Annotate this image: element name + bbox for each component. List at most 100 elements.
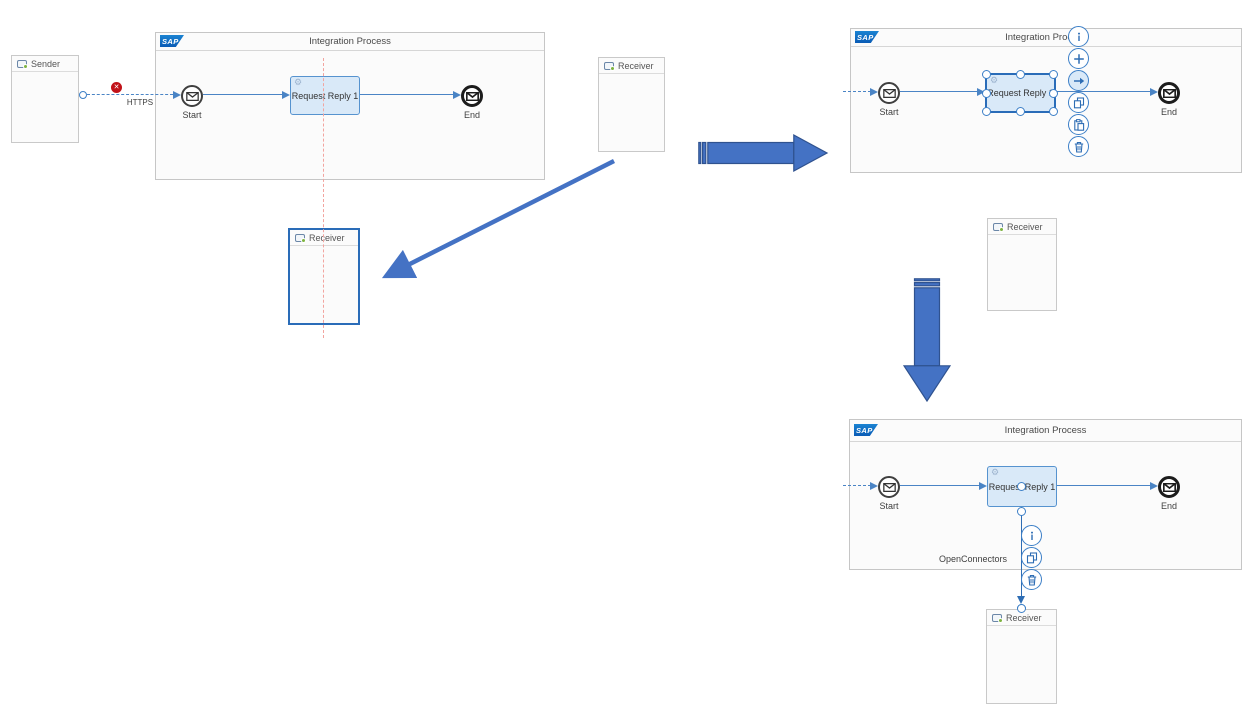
start-event[interactable]: [878, 82, 900, 104]
sequence-flow[interactable]: [1057, 91, 1151, 92]
panel-2-header: SAP Integration Process: [851, 29, 1241, 47]
start-event[interactable]: [181, 85, 203, 107]
message-envelope-icon: [1162, 88, 1176, 98]
step-label: Request Reply 1: [291, 90, 359, 101]
resize-handle[interactable]: [982, 89, 991, 98]
step-label: Request Reply 1: [987, 88, 1054, 98]
receiver-label: Receiver: [1006, 612, 1042, 623]
sap-logo: SAP: [855, 31, 879, 43]
panel-3-header: SAP Integration Process: [850, 420, 1241, 442]
info-icon[interactable]: [1021, 525, 1042, 546]
resize-handle[interactable]: [1016, 70, 1025, 79]
end-label: End: [1160, 501, 1177, 511]
flow-arrowhead-icon: [1150, 88, 1158, 96]
resize-handle[interactable]: [1049, 89, 1058, 98]
flow-arrowhead-icon: [977, 88, 985, 96]
message-envelope-icon: [882, 88, 896, 98]
sender-participant[interactable]: Sender: [11, 55, 79, 143]
start-label: Start: [879, 501, 899, 511]
participant-icon: [604, 61, 615, 71]
flow-arrowhead-icon: [282, 91, 290, 99]
error-badge-icon[interactable]: ✕: [111, 82, 122, 93]
gear-icon: ⚙: [991, 467, 1000, 477]
diagonal-step-arrow: [381, 158, 616, 279]
sequence-flow[interactable]: [900, 485, 980, 486]
integration-process-panel-1[interactable]: SAP Integration Process: [155, 32, 545, 180]
sequence-flow[interactable]: [900, 91, 978, 92]
receiver-label: Receiver: [618, 60, 654, 71]
connection-endpoint-handle[interactable]: [79, 91, 87, 99]
https-label: HTTPS: [126, 98, 154, 107]
sequence-flow[interactable]: [203, 94, 283, 95]
https-arrowhead-icon: [173, 91, 181, 99]
connection-target-handle[interactable]: [1017, 604, 1026, 613]
flow-arrowhead-icon: [979, 482, 987, 490]
https-connection[interactable]: [87, 94, 173, 95]
end-event[interactable]: [1158, 82, 1180, 104]
connection-source-handle[interactable]: [1017, 482, 1026, 491]
add-icon[interactable]: [1068, 48, 1089, 69]
gear-icon: ⚙: [294, 77, 303, 87]
receiver-header: Receiver: [988, 219, 1056, 235]
end-event[interactable]: [461, 85, 483, 107]
open-connectors-label: OpenConnectors: [938, 554, 1007, 564]
alignment-guide-line: [323, 58, 324, 338]
receiver-label: Receiver: [1007, 221, 1043, 232]
message-envelope-icon: [882, 482, 896, 492]
paste-icon[interactable]: [1068, 114, 1089, 135]
receiver-header: Receiver: [987, 610, 1056, 626]
start-event[interactable]: [878, 476, 900, 498]
participant-icon: [295, 233, 306, 243]
sequence-flow[interactable]: [1057, 485, 1151, 486]
flow-arrowhead-icon: [453, 91, 461, 99]
delete-icon[interactable]: [1021, 569, 1042, 590]
message-envelope-icon: [465, 91, 479, 101]
connection-handle[interactable]: [1017, 507, 1026, 516]
horizontal-step-arrow: [698, 134, 829, 172]
resize-handle[interactable]: [982, 107, 991, 116]
receiver-participant-original[interactable]: Receiver: [598, 57, 665, 152]
receiver-participant-moved[interactable]: Receiver: [288, 228, 360, 325]
resize-handle[interactable]: [1049, 107, 1058, 116]
flow-arrowhead-icon: [870, 88, 878, 96]
delete-icon[interactable]: [1068, 136, 1089, 157]
end-event[interactable]: [1158, 476, 1180, 498]
receiver-participant[interactable]: Receiver: [987, 218, 1057, 311]
receiver-header: Receiver: [290, 230, 358, 246]
message-envelope-icon: [1162, 482, 1176, 492]
sap-logo: SAP: [854, 424, 878, 436]
receiver-header: Receiver: [599, 58, 664, 74]
info-icon[interactable]: [1068, 26, 1089, 47]
resize-handle[interactable]: [1049, 70, 1058, 79]
sap-logo: SAP: [160, 35, 184, 47]
panel-3-title: Integration Process: [1004, 425, 1087, 436]
sender-label: Sender: [31, 58, 61, 69]
sequence-flow[interactable]: [360, 94, 454, 95]
end-label: End: [463, 110, 480, 120]
resize-handle[interactable]: [982, 70, 991, 79]
receiver-label: Receiver: [309, 232, 345, 243]
participant-icon: [17, 59, 28, 69]
flow-arrowhead-icon: [1150, 482, 1158, 490]
incoming-connection[interactable]: [843, 485, 871, 486]
request-reply-step-selected[interactable]: ⚙ Request Reply 1: [982, 70, 1058, 116]
flow-arrowhead-icon: [870, 482, 878, 490]
sender-header: Sender: [12, 56, 78, 72]
connection-arrowhead-icon: [1017, 596, 1025, 604]
message-envelope-icon: [185, 91, 199, 101]
receiver-participant-connected[interactable]: Receiver: [986, 609, 1057, 704]
incoming-connection[interactable]: [843, 91, 871, 92]
end-label: End: [1160, 107, 1177, 117]
resize-handle[interactable]: [1016, 107, 1025, 116]
gear-icon: ⚙: [990, 75, 999, 85]
copy-icon[interactable]: [1021, 547, 1042, 568]
connect-arrow-icon[interactable]: [1068, 70, 1089, 91]
participant-icon: [993, 222, 1004, 232]
copy-icon[interactable]: [1068, 92, 1089, 113]
start-label: Start: [879, 107, 899, 117]
request-reply-step[interactable]: ⚙ Request Reply 1: [290, 76, 360, 115]
panel-1-header: SAP Integration Process: [156, 33, 544, 51]
panel-1-title: Integration Process: [309, 36, 391, 47]
participant-icon: [992, 613, 1003, 623]
